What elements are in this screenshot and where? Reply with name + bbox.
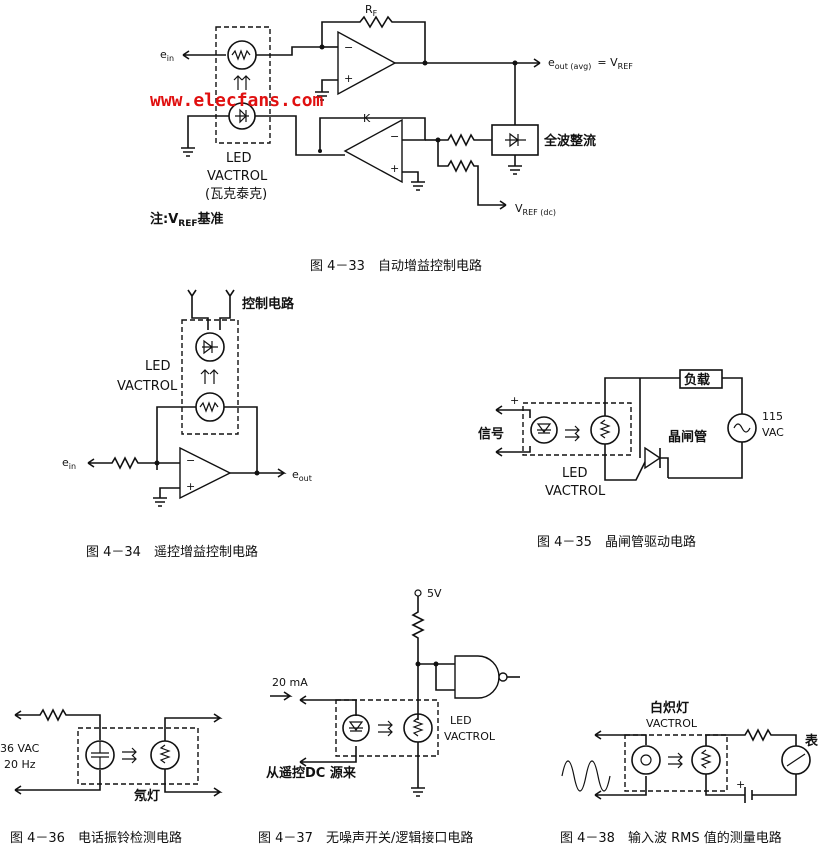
fig35-thyristor [644,446,662,470]
fig36-lamp-label: 氖灯 [134,788,160,804]
svg-text:+: + [390,162,399,175]
fig35-led [530,416,558,444]
svg-text:+: + [344,72,353,85]
fig34-control-label: 控制电路 [242,296,295,312]
fig36-vac-freq: 20 Hz [4,758,36,771]
figure-4-33-agc-circuit: ein − + RF eout (avg)= VREF 全 [150,3,633,274]
fig33-vactrol-box [215,26,271,144]
fig33-opamp-top [337,30,397,96]
figure-4-37-logic-interface-circuit: 5V 20 mA LED VACTROL 从遥控DC 源来 图 4－37 无噪声… [258,587,520,846]
fig38-input-waveform [561,760,611,792]
svg-text:−: − [186,454,195,467]
fig33-vactrol-cn-label: (瓦克泰克) [205,187,267,202]
fig37-source-label: 从遥控DC 源来 [266,765,357,781]
fig33-ein-label: ein [160,48,174,63]
fig33-vactrol-label: VACTROL [207,169,268,184]
watermark: www.elecfans.com [150,90,324,111]
figure-4-38-rms-measure-circuit: 白炽灯 VACTROL 表 + 图 4－38 输入波 RMS 值的测量电路 [560,700,819,846]
fig36-vac-value: 36 VAC [0,742,40,755]
fig33-rectifier-label: 全波整流 [543,133,596,149]
fig37-caption: 图 4－37 无噪声开关/逻辑接口电路 [258,830,473,846]
fig35-load-box [679,369,723,389]
fig33-note: 注:VREF基准 [150,211,224,229]
fig34-vactrol-box [181,319,239,435]
fig35-vac-unit: VAC [762,426,784,439]
fig35-vac-value: 115 [762,410,783,423]
fig35-load-label: 负载 [684,372,710,388]
fig34-led [195,332,225,362]
fig37-current-label: 20 mA [272,676,308,689]
fig35-signal-label: 信号 [478,426,504,442]
fig38-meter-label: 表 [804,733,819,749]
fig37-5v-label: 5V [427,587,442,600]
svg-text:+: + [186,480,195,493]
fig37-nand-gate [454,655,500,699]
fig35-thyristor-label: 晶闸管 [668,429,707,445]
fig36-caption: 图 4－36 电话振铃检测电路 [10,830,182,846]
fig35-led-label: LED [562,466,587,481]
fig33-vref-dc-label: VREF (dc) [515,202,556,217]
fig35-ac-source [727,413,757,443]
fig35-vactrol-box [522,402,632,456]
fig37-led-label: LED [450,714,472,727]
svg-text:+: + [736,778,745,791]
fig34-ein-label: ein [62,456,76,471]
fig34-opamp [179,446,232,500]
fig34-eout-label: eout [292,468,312,483]
figure-4-35-thyristor-drive-circuit: 信号 + 负载 115 VAC 晶闸管 LED VACTROL 图 4－35 晶… [478,369,784,550]
figure-4-34-remote-gain-circuit: 控制电路 LED VACTROL − + ein eout 图 4－34 遥控增… [62,289,312,560]
fig34-caption: 图 4－34 遥控增益控制电路 [86,544,258,560]
fig33-led-label: LED [226,151,251,166]
svg-text:+: + [510,394,519,407]
fig37-vactrol-box [335,699,439,757]
fig38-caption: 图 4－38 输入波 RMS 值的测量电路 [560,830,782,846]
fig38-vactrol-box [624,734,728,792]
fig35-caption: 图 4－35 晶闸管驱动电路 [537,534,696,550]
fig38-vactrol-label: VACTROL [646,717,698,730]
fig33-eout-label: eout (avg)= VREF [548,56,633,71]
fig33-rf-label: RF [365,3,378,18]
fig38-lamp-label: 白炽灯 [650,700,689,716]
svg-text:−: − [344,41,353,54]
figure-4-36-ring-detect-circuit: 36 VAC 20 Hz 氖灯 图 4－36 电话振铃检测电路 [0,708,223,846]
fig37-vactrol-label: VACTROL [444,730,496,743]
fig34-vactrol-label: VACTROL [117,379,178,394]
fig38-battery [744,787,753,803]
fig37-led [342,714,370,742]
fig34-led-label: LED [145,359,170,374]
fig35-vactrol-label: VACTROL [545,484,606,499]
fig33-opamp-bottom [343,118,403,184]
fig38-lamp [631,745,661,775]
fig33-caption: 图 4－33 自动增益控制电路 [310,258,482,274]
svg-text:−: − [390,130,399,143]
fig36-vactrol-box [77,727,199,785]
